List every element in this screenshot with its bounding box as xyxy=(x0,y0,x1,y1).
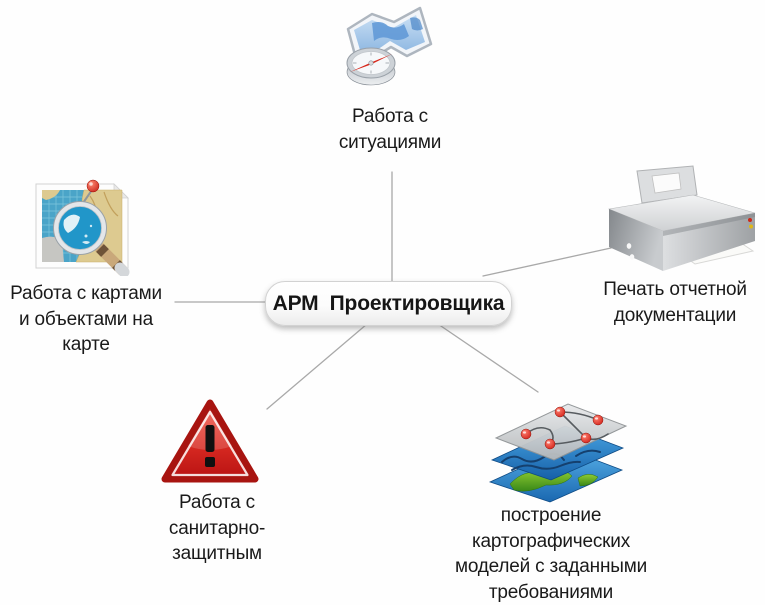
connector-bottom-right xyxy=(437,323,539,393)
branch-label-sanitary-zone: Работа с санитарно- защитным xyxy=(168,492,266,564)
branch-label-print-docs: Печать отчетной документации xyxy=(603,279,747,326)
map-layers-icon xyxy=(480,398,632,503)
center-node-label: АРМ Проектировщика xyxy=(272,291,505,315)
printer-icon xyxy=(607,165,759,275)
warning-triangle-icon xyxy=(159,395,261,485)
branch-label-situations: Работа с ситуациями xyxy=(338,106,442,153)
branch-label-maps-objects: Работа с картами и объектами на карте xyxy=(10,283,162,355)
connector-right xyxy=(482,247,612,277)
center-node: АРМ Проектировщика xyxy=(265,281,512,326)
map-magnifier-icon xyxy=(30,176,136,276)
branch-label-map-models: построение картографических моделей с за… xyxy=(454,505,647,603)
map-compass-icon xyxy=(340,5,435,89)
connector-bottom-left xyxy=(266,323,368,410)
